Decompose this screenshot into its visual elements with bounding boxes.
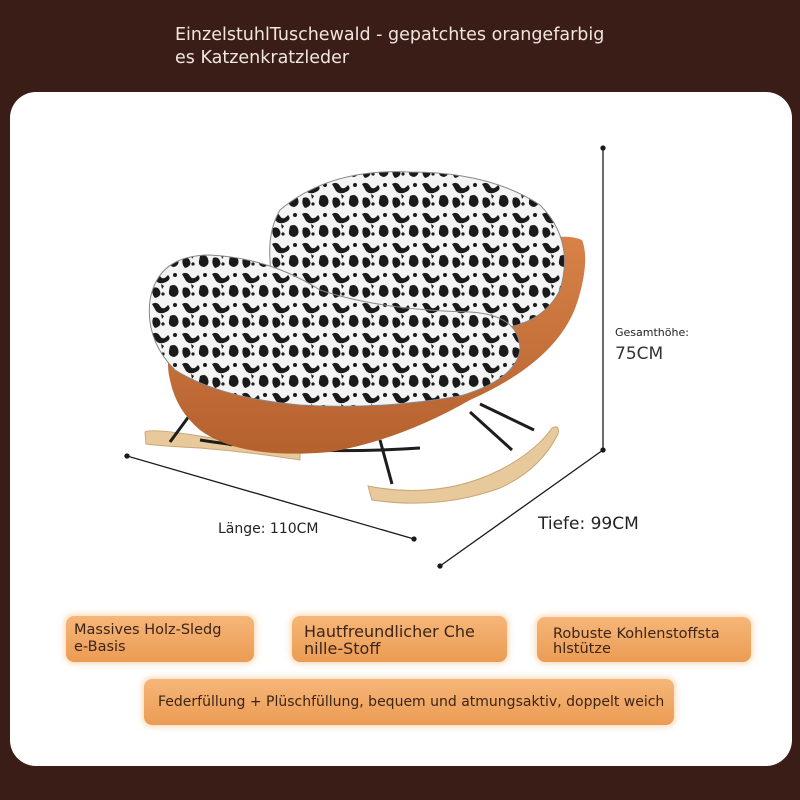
height-label: Gesamthöhe: bbox=[615, 326, 689, 339]
left-rocker bbox=[144, 430, 301, 461]
right-rocker bbox=[367, 426, 559, 504]
depth-label: Tiefe: 99CM bbox=[538, 514, 639, 534]
dimension-lines bbox=[124, 145, 606, 569]
feature-badge-carbon-steel: Robuste Kohlenstoffsta hlstütze bbox=[537, 617, 751, 662]
feature-badge-chenille: Hautfreundlicher Che nille-Stoff bbox=[292, 616, 507, 662]
feature-text-line: nille-Stoff bbox=[304, 639, 381, 658]
seat-cushion bbox=[148, 254, 521, 407]
feature-text-line: Massives Holz-Sledg bbox=[74, 622, 222, 638]
feature-text-line: e-Basis bbox=[74, 639, 126, 655]
height-value: 75CM bbox=[615, 344, 664, 364]
feature-badge-filling: Federfüllung + Plüschfüllung, bequem und… bbox=[144, 679, 674, 725]
product-title-line-2: es Katzenkratzleder bbox=[175, 48, 350, 68]
feature-badge-wood-base: Massives Holz-Sledg e-Basis bbox=[66, 616, 254, 662]
feature-text-line: Robuste Kohlenstoffsta bbox=[553, 626, 720, 642]
feature-text-line: Hautfreundlicher Che bbox=[304, 622, 475, 641]
length-label: Länge: 110CM bbox=[218, 521, 319, 537]
product-title: EinzelstuhlTuschewald - gepatchtes orang… bbox=[175, 24, 645, 70]
feature-text-line: hlstütze bbox=[553, 641, 611, 657]
product-title-line-1: EinzelstuhlTuschewald - gepatchtes orang… bbox=[175, 25, 605, 45]
